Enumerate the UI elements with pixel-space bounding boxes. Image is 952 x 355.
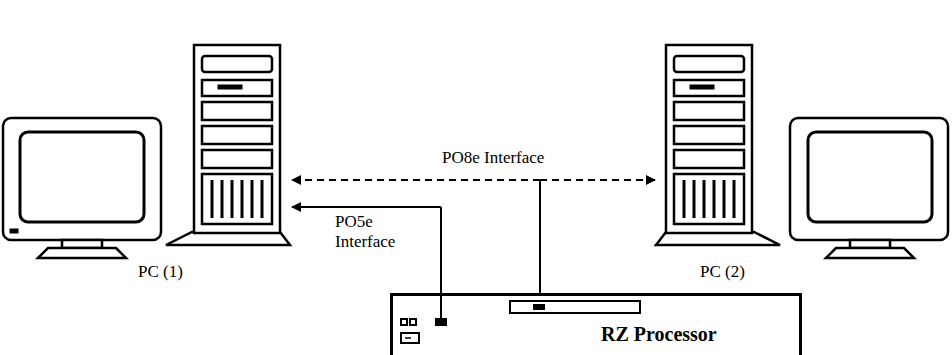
interface-connector [540,180,655,293]
computer-node: PC (2) [655,40,952,290]
interface-connector [292,207,441,293]
computer-node: PC (1) [0,40,292,290]
interface-label: PO8e Interface [440,148,546,168]
node-label: PC (1) [138,262,183,282]
node-label: PC (2) [700,262,745,282]
interface-connector [292,180,540,293]
processor-box: RZ Processor [390,293,802,355]
interface-label: PO5e Interface [333,212,407,251]
node-label: RZ Processor [601,323,717,346]
